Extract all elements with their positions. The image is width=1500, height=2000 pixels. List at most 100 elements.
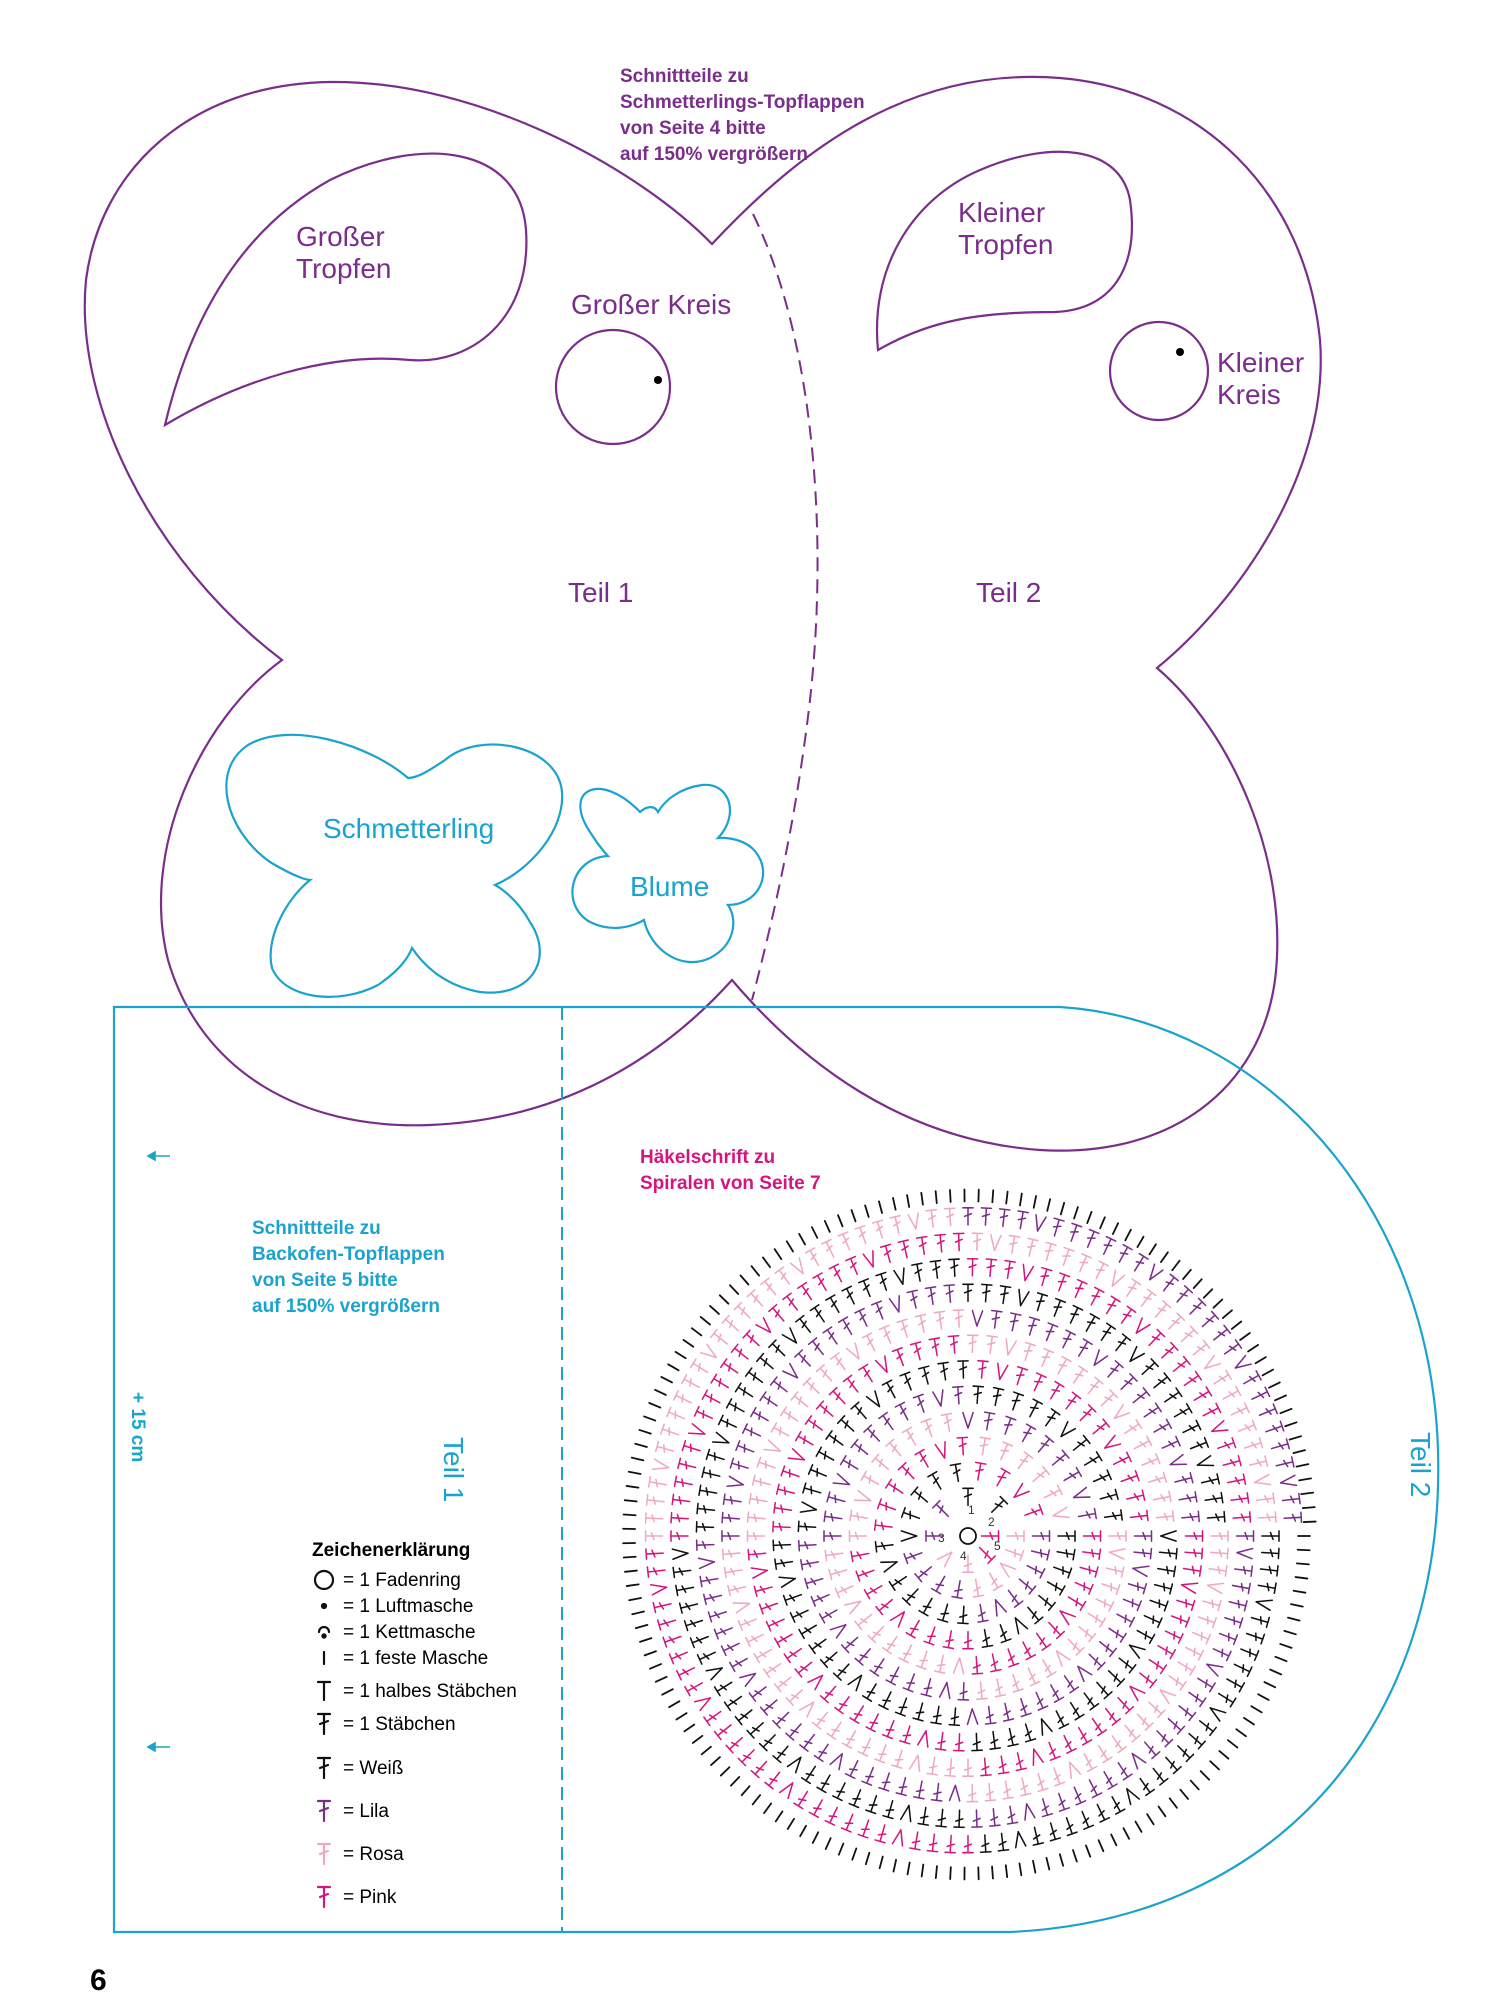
crochet-stitch	[1209, 1707, 1227, 1722]
crochet-stitch	[889, 1611, 906, 1628]
crochet-edge-stitch	[810, 1226, 819, 1239]
crochet-stitch	[1126, 1278, 1142, 1297]
crochet-stitch	[1222, 1385, 1242, 1400]
crochet-stitch	[971, 1232, 984, 1252]
crochet-stitch	[807, 1337, 824, 1356]
crochet-stitch	[1148, 1328, 1166, 1347]
crochet-stitch	[763, 1439, 782, 1452]
crochet-stitch	[819, 1685, 837, 1704]
crochet-stitch	[1067, 1596, 1087, 1612]
crochet-stitch	[824, 1806, 838, 1826]
crochet-stitch	[711, 1431, 730, 1444]
crochet-stitch	[948, 1707, 961, 1727]
crochet-edge-stitch	[654, 1675, 668, 1683]
crochet-stitch	[854, 1613, 873, 1630]
legend-item-label: = 1 feste Masche	[343, 1648, 488, 1669]
crochet-stitch	[1206, 1663, 1224, 1677]
crochet-stitch	[824, 1549, 844, 1562]
crochet-stitch	[654, 1440, 675, 1453]
crochet-stitch	[875, 1271, 888, 1291]
crochet-stitch	[1079, 1403, 1097, 1422]
crochet-stitch	[1184, 1547, 1204, 1560]
crochet-stitch	[645, 1548, 664, 1560]
crochet-stitch	[1168, 1675, 1187, 1691]
backofen-heading: Schnittteile zu Backofen-Topflappen von …	[252, 1218, 450, 1317]
crochet-edge-stitch	[1019, 1192, 1023, 1207]
crochet-stitch	[790, 1391, 809, 1408]
crochet-stitch	[673, 1475, 693, 1488]
crochet-stitch	[1020, 1777, 1032, 1797]
crochet-stitch	[1033, 1372, 1047, 1392]
legend-symbol-icon	[317, 1625, 331, 1639]
crochet-stitch	[1237, 1419, 1257, 1432]
crochet-edge-stitch	[1160, 1251, 1169, 1264]
crochet-edge-stitch	[1005, 1190, 1009, 1205]
crochet-stitch	[926, 1833, 939, 1853]
crochet-stitch	[1123, 1419, 1143, 1435]
crochet-stitch	[1202, 1599, 1222, 1612]
crochet-stitch	[1073, 1786, 1087, 1806]
crochet-stitch	[1133, 1530, 1153, 1542]
crochet-stitch	[853, 1489, 872, 1502]
crochet-stitch	[931, 1499, 950, 1518]
crochet-stitch	[1248, 1455, 1269, 1467]
crochet-stitch	[666, 1406, 686, 1420]
crochet-stitch	[944, 1834, 957, 1854]
crochet-stitch	[997, 1755, 1010, 1775]
crochet-stitch	[1056, 1548, 1076, 1561]
crochet-edge-stitch	[1171, 1259, 1181, 1272]
crochet-stitch	[1196, 1455, 1215, 1467]
crochet-stitch	[725, 1736, 744, 1754]
crochet-stitch	[905, 1619, 920, 1639]
crochet-stitch	[1005, 1338, 1017, 1356]
crochet-stitch	[735, 1440, 755, 1453]
crochet-stitch	[1070, 1222, 1083, 1242]
crochet-stitch	[1063, 1734, 1077, 1754]
crochet-stitch	[874, 1824, 887, 1844]
crochet-stitch	[956, 1436, 969, 1456]
crochet-stitch	[1072, 1434, 1091, 1451]
crochet-stitch	[1197, 1615, 1217, 1629]
crochet-stitch	[1152, 1490, 1172, 1503]
crochet-stitch	[734, 1382, 754, 1398]
crochet-edge-stitch	[1295, 1463, 1310, 1468]
crochet-stitch	[962, 1411, 974, 1429]
legend-item-label: = 1 Fadenring	[343, 1570, 461, 1591]
crochet-stitch	[1182, 1565, 1202, 1577]
butterfly-teil2-label: Teil 2	[976, 577, 1041, 608]
crochet-stitch	[1041, 1659, 1057, 1678]
crochet-stitch	[1234, 1354, 1252, 1369]
crochet-stitch	[1022, 1641, 1037, 1661]
crochet-stitch	[899, 1804, 912, 1823]
crochet-stitch	[1087, 1612, 1107, 1628]
crochet-stitch	[951, 1579, 963, 1600]
crochet-stitch	[1026, 1564, 1046, 1579]
crochet-stitch	[1007, 1589, 1024, 1608]
crochet-stitch	[747, 1548, 767, 1561]
crochet-stitch	[1206, 1582, 1225, 1595]
crochet-stitch	[775, 1483, 796, 1496]
crochet-edge-stitch	[785, 1240, 794, 1253]
crochet-stitch	[844, 1760, 859, 1780]
crochet-edge-stitch	[774, 1810, 784, 1823]
crochet-stitch	[1144, 1741, 1161, 1760]
backofen-teil1-label: Teil 1	[438, 1437, 469, 1502]
crochet-stitch	[700, 1343, 718, 1359]
legend-symbol-icon	[316, 1756, 332, 1780]
crochet-edge-stitch	[638, 1429, 652, 1435]
crochet-stitch	[1059, 1610, 1077, 1626]
crochet-stitch	[994, 1678, 1007, 1698]
crochet-stitch	[750, 1567, 769, 1579]
crochet-stitch	[823, 1510, 843, 1523]
crochet-stitch	[915, 1650, 929, 1670]
crochet-stitch	[903, 1552, 923, 1565]
crochet-edge-stitch	[623, 1499, 638, 1503]
butterfly-heading: Schnittteile zu Schmetterlings-Topflappe…	[620, 66, 870, 165]
crochet-stitch	[1143, 1614, 1163, 1629]
crochet-stitch	[782, 1362, 799, 1379]
crochet-stitch	[758, 1734, 776, 1752]
crochet-stitch	[962, 1283, 974, 1303]
crochet-stitch	[1115, 1333, 1132, 1352]
crochet-stitch	[737, 1749, 755, 1767]
crochet-stitch	[1233, 1663, 1253, 1678]
